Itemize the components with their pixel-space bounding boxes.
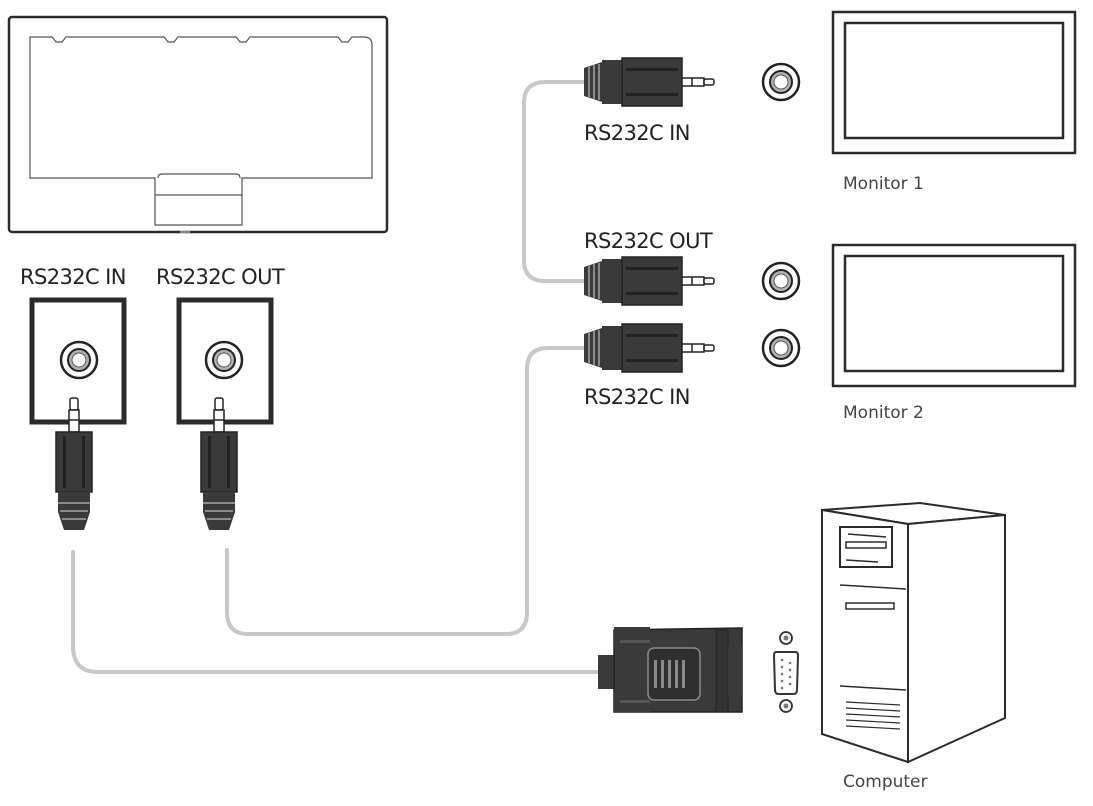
monitor2-rs232c-in-jack-icon (761, 328, 801, 368)
monitor2-label-rs232c-out: RS232C OUT (584, 229, 713, 253)
monitor-icon (831, 243, 1077, 388)
monitor1-label: Monitor 1 (843, 174, 924, 194)
monitor2-label-rs232c-in: RS232C IN (584, 385, 690, 409)
d-sub-connector-icon (598, 627, 743, 713)
monitor2-rs232c-out-jack-icon (761, 261, 801, 301)
stereo-plug-icon (583, 323, 715, 373)
monitor1-label-rs232c-in: RS232C IN (584, 121, 690, 145)
monitor1-rs232c-in-jack-icon (761, 62, 801, 102)
stereo-plug-icon (583, 57, 715, 107)
stereo-plug-icon (583, 256, 715, 306)
cables (71, 80, 600, 674)
computer-label: Computer (843, 772, 928, 792)
back-label-rs232c-out: RS232C OUT (156, 265, 285, 289)
back-label-rs232c-in: RS232C IN (20, 265, 126, 289)
monitor2-label: Monitor 2 (843, 403, 924, 423)
display-rear-panel (7, 15, 389, 234)
rs232c-out-jack-icon (176, 297, 274, 425)
monitor-icon (831, 10, 1077, 155)
computer-tower-icon (821, 501, 1006, 764)
serial-port-icon (772, 631, 800, 713)
